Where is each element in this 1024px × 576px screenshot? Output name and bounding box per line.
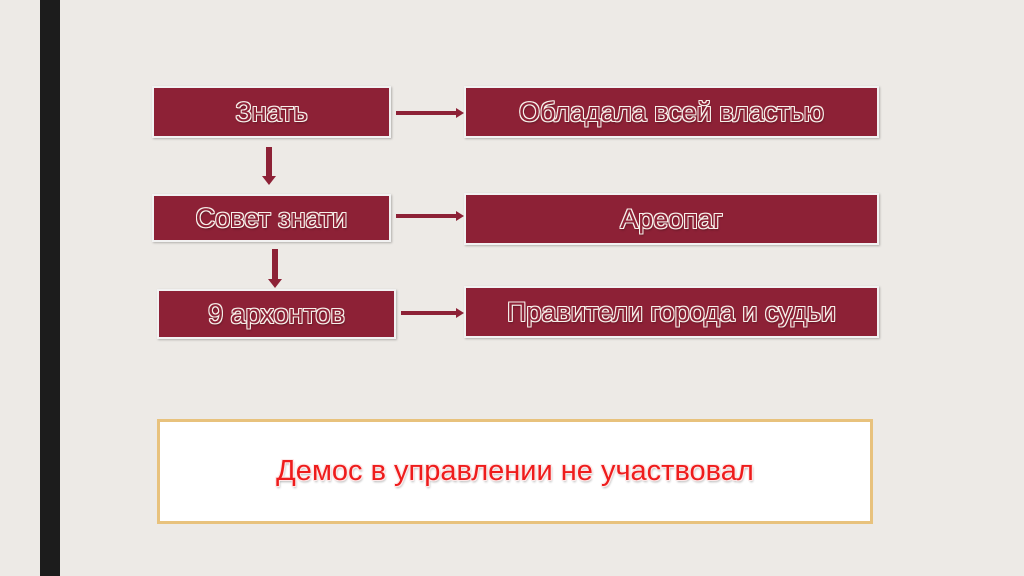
box-nobility-label: Знать bbox=[235, 96, 308, 127]
box-council-of-nobles: Совет знати bbox=[152, 194, 391, 242]
arrow-down-1 bbox=[262, 147, 276, 185]
box-rulers-and-judges: Правители города и судьи bbox=[464, 286, 879, 338]
box-rulers-and-judges-label: Правители города и судьи bbox=[507, 296, 836, 327]
note-text: Демос в управлении не участвовал bbox=[276, 455, 754, 487]
box-nobility: Знать bbox=[152, 86, 391, 138]
box-all-power: Обладала всей властью bbox=[464, 86, 879, 138]
box-all-power-label: Обладала всей властью bbox=[519, 96, 824, 127]
arrow-right-3 bbox=[401, 308, 464, 318]
note-box: Демос в управлении не участвовал bbox=[157, 419, 873, 524]
slide-left-bar bbox=[40, 0, 60, 576]
box-areopagus: Ареопаг bbox=[464, 193, 879, 245]
box-council-of-nobles-label: Совет знати bbox=[195, 202, 348, 233]
arrow-right-1 bbox=[396, 108, 464, 118]
box-nine-archons-label: 9 архонтов bbox=[208, 298, 345, 329]
box-nine-archons: 9 архонтов bbox=[157, 289, 396, 339]
box-areopagus-label: Ареопаг bbox=[620, 203, 723, 234]
arrow-right-2 bbox=[396, 211, 464, 221]
arrow-down-2 bbox=[268, 249, 282, 289]
